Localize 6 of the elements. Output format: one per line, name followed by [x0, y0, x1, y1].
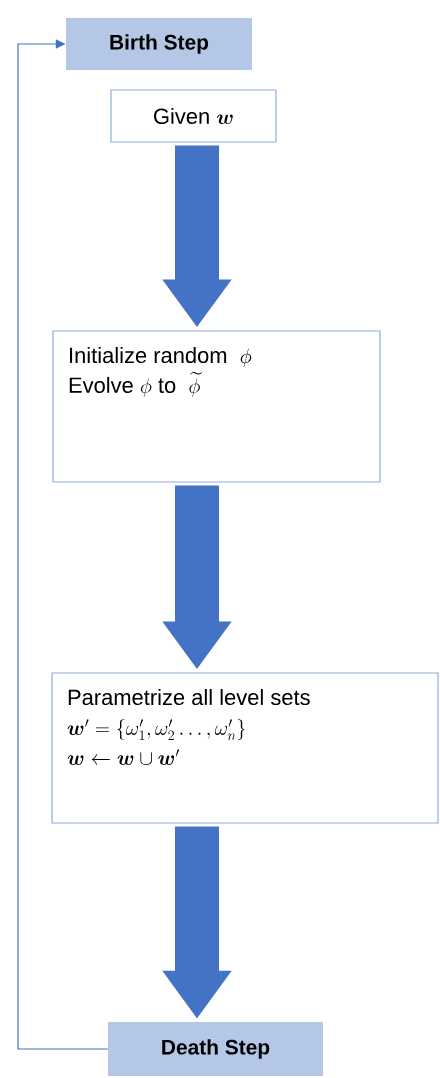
- loop-arrow: [17, 39, 109, 1050]
- process-box: $\text{Initialize random } \ \phi$ $\text{Evolve } \phi \text{ to } \ \widetilde{\phi}$: [52, 330, 381, 483]
- step-band: Birth Step: [66, 18, 252, 70]
- process-box: $\text{Given } \boldsymbol{w}$: [110, 89, 277, 143]
- step-band: Death Step: [108, 1022, 323, 1076]
- process-box: $\text{Parametrize all level sets}$ $\boldsymbol{w}' = \{\omega_1', \omega_2' \ldots, \omega_n'\}$ $\boldsymbol{w} \leftarrow \boldsymbol{w} \cup \boldsymbol{w}'$: [51, 672, 439, 824]
